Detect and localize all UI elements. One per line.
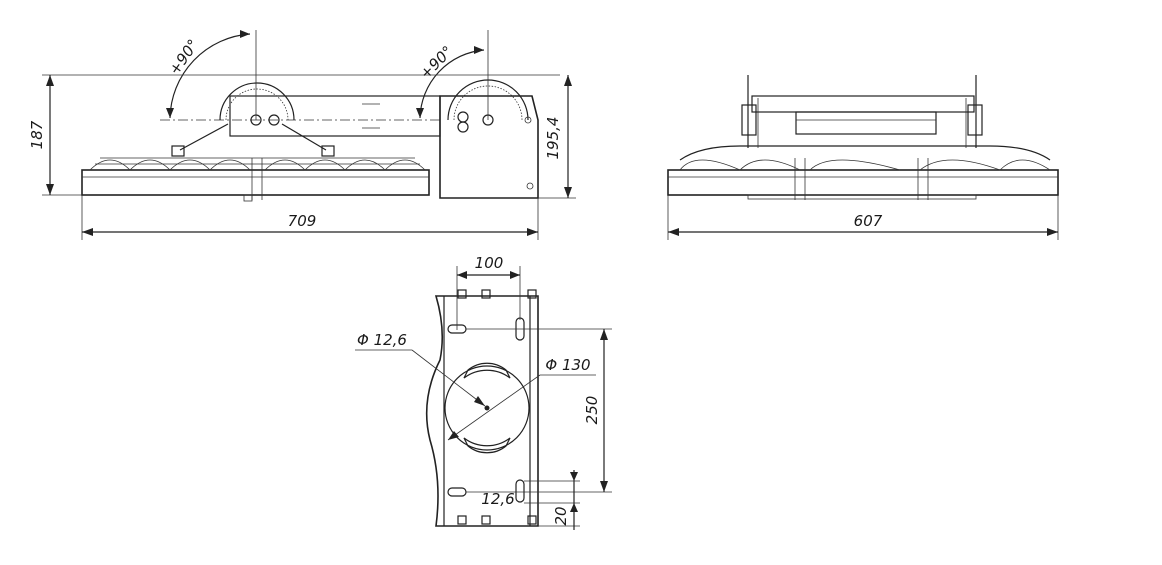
slot-width-label: 12,6 (481, 490, 514, 508)
end-bracket-side (439, 95, 539, 199)
dimension-250-label: 250 (583, 396, 601, 425)
bracket-bar-front (751, 95, 975, 113)
reflector-profile (89, 159, 426, 171)
angle-arc-left (169, 33, 251, 119)
hole-diameter-label: Φ 12,6 (357, 331, 407, 349)
front-view: 607 (667, 75, 1059, 240)
angle-scale-left (219, 82, 295, 121)
dimension-709-label: 709 (288, 212, 317, 230)
angle-arc-right (419, 49, 485, 119)
dimension-100-label: 100 (475, 254, 504, 272)
dimension-187-label: 187 (28, 120, 46, 149)
dimension-607-label: 607 (854, 212, 883, 230)
mounting-slot-bottom-right (515, 479, 525, 503)
lamp-body-front (667, 169, 1059, 196)
mounting-plate-side (229, 95, 441, 137)
support-arms (179, 123, 327, 151)
side-view: 187 195,4 709 +90° +90° (28, 30, 576, 240)
bracket-view: 100 Φ 12,6 Φ 130 250 12,6 20 (355, 254, 612, 530)
driver-box (795, 111, 937, 135)
center-circle (444, 365, 530, 451)
circle-diameter-label: Φ 130 (545, 356, 590, 374)
dimension-195-label: 195,4 (544, 117, 562, 160)
mounting-slot-bottom-left (447, 487, 467, 497)
bracket-plate-outline (425, 295, 539, 527)
angle-right-label: +90° (416, 42, 456, 82)
lamp-body-side (81, 169, 430, 196)
dimension-20-label: 20 (552, 506, 570, 525)
